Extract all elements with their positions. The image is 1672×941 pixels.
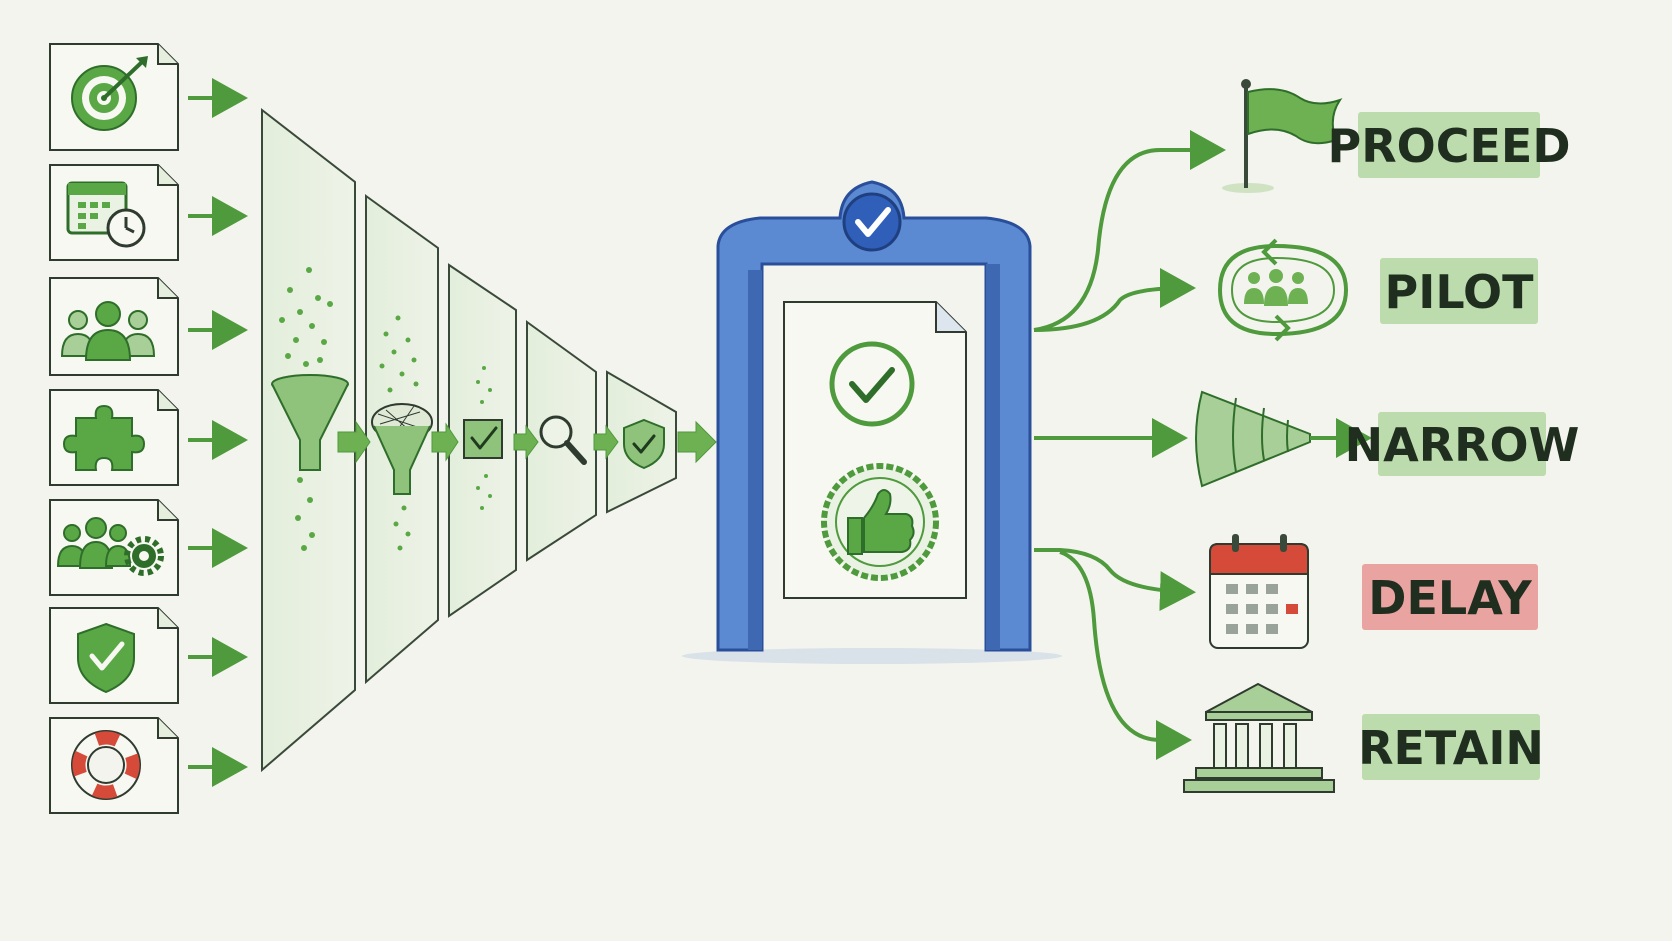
outcome-label-delay: DELAY	[1362, 564, 1538, 630]
target-icon	[71, 56, 148, 131]
stage-arrow	[593, 424, 619, 460]
outcome-icons	[1183, 79, 1372, 793]
outcome-label-text: RETAIN	[1358, 721, 1544, 775]
flag-icon	[1222, 79, 1343, 193]
stage-arrow	[337, 420, 371, 464]
sieve-icon	[371, 403, 433, 495]
input-card-lifebuoy	[49, 717, 179, 814]
stage-arrows	[337, 420, 717, 464]
outcome-arrow-proceed	[1033, 130, 1226, 332]
calendar-clock-icon	[66, 181, 146, 248]
outcome-label-proceed: PROCEED	[1327, 112, 1571, 178]
gate-badge	[842, 192, 902, 252]
puzzle-piece-icon	[62, 404, 146, 471]
outcome-label-text: DELAY	[1368, 571, 1532, 625]
input-card-puzzle	[49, 389, 179, 486]
cycle-team-icon	[1217, 238, 1349, 342]
check-circle-icon	[829, 341, 915, 427]
people-group-icon	[60, 301, 156, 361]
outcome-label-pilot: PILOT	[1380, 258, 1538, 324]
outcome-arrows	[1033, 130, 1226, 760]
team-settings-icon	[56, 517, 164, 576]
outcome-label-text: PROCEED	[1327, 119, 1570, 173]
input-card-team-settings	[49, 499, 179, 596]
input-cards	[49, 43, 179, 814]
outcome-arrow-retain	[1059, 550, 1192, 760]
outcome-label-retain: RETAIN	[1358, 714, 1544, 780]
approval-gate	[682, 180, 1062, 664]
outcome-label-text: PILOT	[1385, 265, 1535, 319]
particles	[279, 267, 492, 551]
outcome-labels: PROCEED PILOT NARROW DELAY RETAIN	[1327, 112, 1579, 780]
input-card-calendar-clock	[49, 164, 179, 261]
calendar-icon	[1209, 534, 1309, 649]
approval-document	[783, 301, 967, 599]
outcome-label-narrow: NARROW	[1345, 412, 1580, 476]
funnel-icon	[271, 374, 349, 471]
thumbs-up-seal-icon	[821, 463, 939, 581]
magnifier-icon	[539, 415, 587, 465]
shield-check-icon	[623, 418, 665, 470]
stage-arrow	[677, 420, 717, 464]
outcome-arrow-delay	[1034, 548, 1196, 612]
stage-arrow	[431, 422, 459, 462]
input-card-people	[49, 277, 179, 376]
input-card-shield	[49, 607, 179, 704]
checkbox-icon	[463, 419, 503, 459]
cone-icon	[1195, 390, 1372, 488]
input-card-target	[49, 43, 179, 151]
shield-check-icon	[77, 622, 135, 694]
outcome-arrow-pilot	[1033, 268, 1196, 332]
input-arrows	[188, 78, 248, 787]
bank-building-icon	[1183, 682, 1335, 793]
stage-arrow	[513, 424, 539, 460]
outcome-label-text: NARROW	[1345, 418, 1580, 472]
filter-stages	[261, 107, 717, 773]
lifebuoy-icon	[71, 730, 141, 800]
